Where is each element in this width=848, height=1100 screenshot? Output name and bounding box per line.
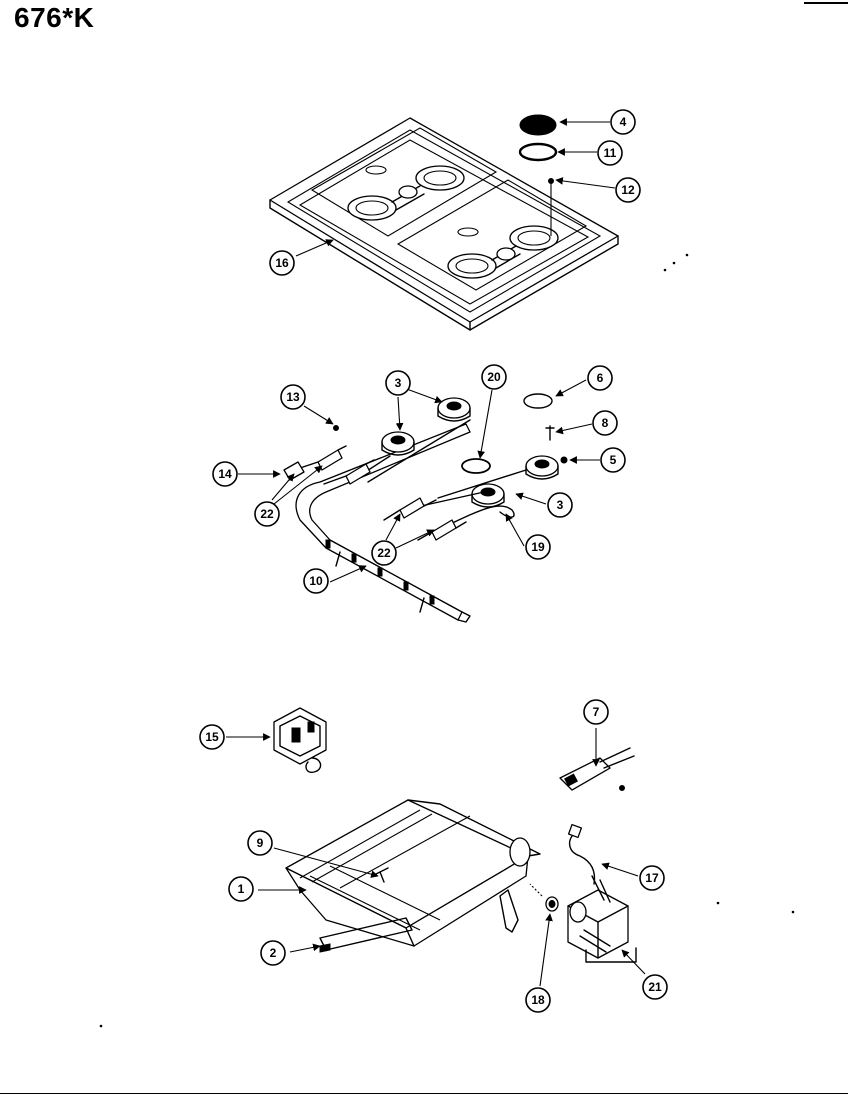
burner-cap-part — [519, 114, 557, 136]
callout-16: 16 — [269, 250, 295, 276]
callout-11: 11 — [597, 140, 623, 166]
cooktop-part — [269, 117, 619, 331]
burner-front-right — [525, 455, 559, 480]
callout-6: 6 — [587, 365, 613, 391]
svg-text:3: 3 — [557, 498, 564, 512]
burner-front-left — [471, 483, 505, 508]
svg-text:22: 22 — [377, 546, 391, 560]
igniter-part — [559, 747, 635, 791]
svg-text:5: 5 — [610, 453, 617, 467]
callout-10: 10 — [303, 568, 329, 594]
svg-text:4: 4 — [620, 115, 627, 129]
cooktop-burner-front — [447, 225, 559, 279]
callout-8: 8 — [592, 410, 618, 436]
callout-21: 21 — [642, 974, 668, 1000]
callout-9: 9 — [247, 830, 273, 856]
svg-text:14: 14 — [218, 467, 232, 481]
svg-text:6: 6 — [597, 371, 604, 385]
svg-text:20: 20 — [487, 370, 501, 384]
switch-bracket-part — [273, 707, 327, 774]
svg-text:2: 2 — [270, 946, 277, 960]
svg-text:7: 7 — [593, 705, 600, 719]
callout-19: 19 — [525, 534, 551, 560]
svg-text:21: 21 — [648, 980, 662, 994]
svg-text:1: 1 — [238, 882, 245, 896]
orifice-part — [529, 883, 559, 912]
callout-7: 7 — [583, 699, 609, 725]
callout-17: 17 — [639, 865, 665, 891]
svg-text:19: 19 — [531, 540, 545, 554]
svg-text:16: 16 — [275, 256, 289, 270]
bottom-rule — [0, 1093, 848, 1094]
svg-text:18: 18 — [531, 993, 545, 1007]
callout-5: 5 — [600, 447, 626, 473]
callout-20: 20 — [481, 364, 507, 390]
callout-12: 12 — [615, 177, 641, 203]
svg-text:3: 3 — [395, 376, 402, 390]
callout-18: 18 — [525, 987, 551, 1013]
svg-text:11: 11 — [604, 146, 617, 160]
svg-text:17: 17 — [645, 871, 659, 885]
callout-3-front: 3 — [547, 492, 573, 518]
callout-4: 4 — [610, 109, 636, 135]
page-title: 676*K — [14, 2, 95, 33]
svg-text:22: 22 — [260, 507, 274, 521]
callout-22-left: 22 — [254, 501, 280, 527]
valve-group-right — [383, 497, 467, 541]
callout-2: 2 — [260, 940, 286, 966]
svg-text:15: 15 — [205, 730, 219, 744]
svg-text:9: 9 — [257, 836, 264, 850]
callout-14: 14 — [212, 461, 238, 487]
callout-13: 13 — [280, 384, 306, 410]
svg-text:12: 12 — [621, 183, 635, 197]
callout-22-right: 22 — [371, 540, 397, 566]
burner-rear-left — [381, 431, 415, 456]
oven-burner-box — [285, 799, 541, 953]
callout-1: 1 — [228, 876, 254, 902]
leader-lines — [226, 118, 646, 987]
burner-rear-right — [437, 397, 471, 422]
cap-ring-part — [518, 142, 558, 162]
top-right-rule — [804, 2, 848, 4]
callout-15: 15 — [199, 724, 225, 750]
svg-text:13: 13 — [286, 390, 300, 404]
thermostat-part — [567, 823, 637, 963]
svg-text:8: 8 — [602, 416, 609, 430]
svg-text:10: 10 — [309, 574, 323, 588]
cooktop-burner-rear — [347, 165, 465, 221]
callout-3-rear: 3 — [385, 370, 411, 396]
